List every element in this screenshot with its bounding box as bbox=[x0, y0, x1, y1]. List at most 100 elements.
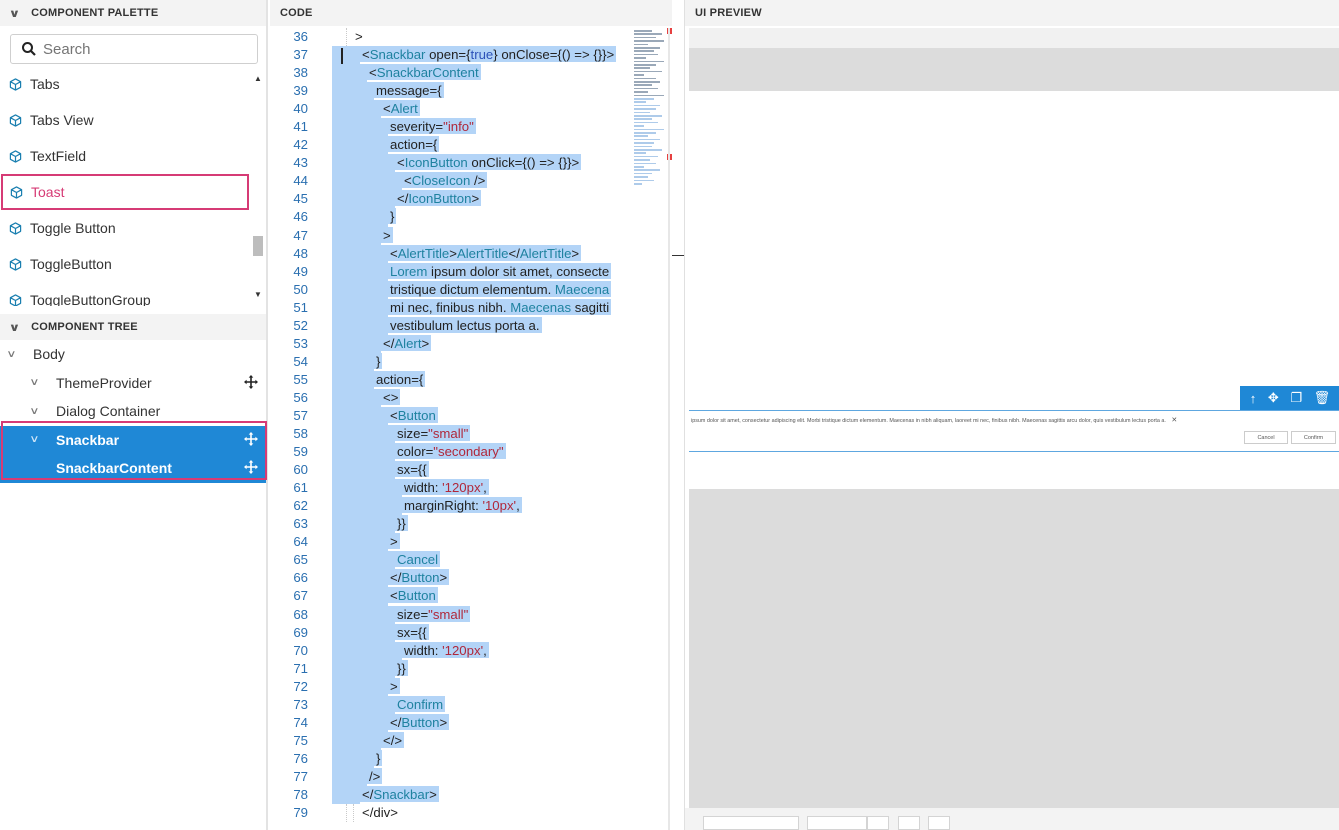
chevron-down-icon[interactable]: ∨ bbox=[29, 377, 40, 389]
code-line[interactable]: 64> bbox=[270, 533, 628, 552]
scroll-thumb[interactable] bbox=[253, 236, 263, 256]
code-line[interactable]: 71}} bbox=[270, 659, 628, 678]
chevron-down-icon[interactable]: ∨ bbox=[8, 7, 21, 20]
copy-icon[interactable]: ❐ bbox=[1290, 390, 1303, 405]
scroll-down-icon[interactable]: ▼ bbox=[254, 290, 262, 299]
code-line[interactable]: 45</IconButton> bbox=[270, 190, 628, 209]
tree-node[interactable]: ∨Dialog Container bbox=[0, 397, 266, 426]
code-line[interactable]: 37<Snackbar open={true} onClose={() => {… bbox=[270, 46, 628, 65]
bottom-control[interactable] bbox=[928, 816, 950, 830]
code-token: action={ bbox=[390, 137, 438, 153]
palette-item[interactable]: TextField bbox=[0, 138, 252, 174]
chevron-down-icon[interactable]: ∨ bbox=[29, 405, 40, 417]
selection-indent bbox=[332, 370, 374, 389]
palette-scrollbar[interactable]: ▲ ▼ bbox=[251, 72, 264, 304]
code-line[interactable]: 56<> bbox=[270, 388, 628, 407]
palette-item[interactable]: Toast bbox=[1, 174, 249, 210]
code-line[interactable]: 76} bbox=[270, 749, 628, 768]
tree-node[interactable]: ∨Snackbar bbox=[0, 425, 266, 454]
code-token: sx={{ bbox=[397, 462, 427, 478]
code-line[interactable]: 67<Button bbox=[270, 587, 628, 606]
code-line[interactable]: 36> bbox=[270, 28, 628, 46]
code-line[interactable]: 38<SnackbarContent bbox=[270, 64, 628, 83]
code-token: Button bbox=[401, 570, 440, 586]
code-line[interactable]: 74</Button> bbox=[270, 713, 628, 732]
code-line[interactable]: 66</Button> bbox=[270, 569, 628, 588]
code-line[interactable]: 57<Button bbox=[270, 406, 628, 426]
bottom-control[interactable] bbox=[807, 816, 867, 830]
palette-item[interactable]: Tabs bbox=[0, 66, 252, 102]
search-input[interactable] bbox=[43, 40, 243, 58]
palette-search[interactable] bbox=[10, 34, 258, 64]
code-line[interactable]: 46} bbox=[270, 208, 628, 227]
chevron-down-icon[interactable]: ∨ bbox=[29, 434, 40, 446]
tree-node[interactable]: ∨ThemeProvider bbox=[0, 369, 266, 398]
code-line[interactable]: 43<IconButton onClick={() => {}}> bbox=[270, 154, 628, 173]
move-icon[interactable] bbox=[244, 460, 258, 474]
cancel-button[interactable]: Cancel bbox=[1244, 431, 1288, 444]
code-line[interactable]: 47> bbox=[270, 226, 628, 245]
palette-item[interactable]: ToggleButtonGroup bbox=[0, 282, 252, 306]
move-icon[interactable] bbox=[244, 431, 258, 446]
code-editor[interactable]: 36>37<Snackbar open={true} onClose={() =… bbox=[270, 28, 628, 830]
code-line[interactable]: 78</Snackbar> bbox=[270, 785, 628, 805]
line-number: 50 bbox=[293, 281, 308, 297]
palette-item[interactable]: Tabs View bbox=[0, 102, 252, 138]
code-line[interactable]: 63}} bbox=[270, 515, 628, 534]
tree-node[interactable]: ∨Body bbox=[0, 340, 266, 369]
bottom-control[interactable] bbox=[898, 816, 920, 830]
move-icon[interactable] bbox=[244, 374, 258, 389]
minimap-line bbox=[634, 84, 652, 86]
line-number: 56 bbox=[293, 389, 308, 405]
splitter-mark[interactable] bbox=[672, 255, 684, 256]
close-icon[interactable]: ✕ bbox=[1171, 417, 1178, 424]
confirm-button[interactable]: Confirm bbox=[1291, 431, 1336, 444]
code-line[interactable]: 77/> bbox=[270, 767, 628, 786]
arrow-up-icon[interactable]: ↑ bbox=[1249, 390, 1257, 406]
palette-item[interactable]: ToggleButton bbox=[0, 246, 252, 282]
code-line[interactable]: 40<Alert bbox=[270, 100, 628, 119]
code-line[interactable]: 44<CloseIcon /> bbox=[270, 172, 628, 191]
move-icon[interactable]: ✥ bbox=[1267, 390, 1279, 405]
chevron-down-icon[interactable]: ∨ bbox=[6, 348, 17, 360]
code-line[interactable]: 54} bbox=[270, 352, 628, 371]
tree-node[interactable]: SnackbarContent bbox=[0, 454, 266, 483]
code-line[interactable]: 72> bbox=[270, 677, 628, 696]
code-line[interactable]: 53</Alert> bbox=[270, 334, 628, 353]
preview-canvas[interactable]: ↑ ✥ ❐ 🗑 ipsum dolor sit amet, consectetu… bbox=[689, 28, 1339, 808]
code-line[interactable]: 75</> bbox=[270, 731, 628, 750]
bottom-control[interactable] bbox=[703, 816, 799, 830]
cube-icon bbox=[9, 113, 22, 127]
palette-item[interactable]: Toggle Button bbox=[0, 210, 252, 246]
chevron-down-icon[interactable]: ∨ bbox=[8, 321, 21, 334]
palette-header[interactable]: ∨ COMPONENT PALETTE bbox=[0, 0, 266, 26]
tree-header[interactable]: ∨ COMPONENT TREE bbox=[0, 314, 266, 340]
code-minimap[interactable] bbox=[628, 28, 672, 830]
code-line[interactable]: 48<AlertTitle>AlertTitle</AlertTitle> bbox=[270, 244, 628, 263]
snackbar-preview[interactable]: ipsum dolor sit amet, consectetur adipis… bbox=[689, 410, 1339, 452]
code-text: Confirm bbox=[395, 695, 446, 712]
delete-icon[interactable]: 🗑 bbox=[1313, 390, 1331, 405]
bottom-control[interactable] bbox=[867, 816, 889, 830]
code-line[interactable]: 79</div> bbox=[270, 804, 628, 823]
scroll-up-icon[interactable]: ▲ bbox=[254, 74, 262, 83]
line-number: 58 bbox=[293, 426, 308, 442]
